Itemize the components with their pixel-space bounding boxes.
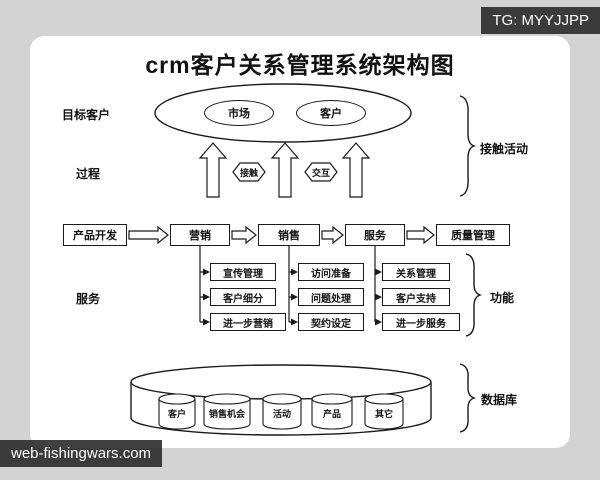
hexagon-interaction-label: 交互 [311,168,330,178]
bracket-contact-activities [459,95,477,197]
diagram-title: crm客户关系管理系统架构图 [145,52,455,78]
bracket-label-database: 数据库 [481,393,518,407]
db-cylinder-customer-top [158,393,196,405]
function-box-relationship-management: 关系管理 [382,263,450,281]
arrowhead [203,318,210,326]
db-cylinder-other [364,399,404,430]
arrowhead [375,318,382,326]
arrowhead [203,293,210,301]
flow-box-service: 服务 [345,224,405,246]
connector-sales-column [288,246,291,323]
db-cylinder-other-top [364,393,404,405]
arrowhead [291,318,298,326]
side-label-services: 服务 [76,292,101,306]
connector-marketing-column [199,246,203,323]
flow-box-marketing: 营销 [170,224,230,246]
arrowhead [291,293,298,301]
up-arrow-right [341,142,371,198]
watermark-website: web-fishingwars.com [0,440,163,467]
up-arrow-middle [270,142,300,198]
function-box-customer-segmentation: 客户细分 [210,288,276,306]
db-label-activity: 活动 [272,409,292,419]
bracket-database [459,363,477,433]
bracket-functions [465,253,483,337]
db-cylinder-customer [158,399,196,430]
arrowhead [375,268,382,276]
arrowhead [203,268,210,276]
function-box-further-marketing: 进一步营销 [210,313,286,331]
db-cylinder-product [311,399,353,430]
hexagon-contact-label: 接触 [239,168,258,178]
function-box-further-service: 进一步服务 [382,313,460,331]
side-label-process: 过程 [76,167,101,181]
flow-box-product-development: 产品开发 [63,224,127,246]
function-box-customer-support: 客户支持 [382,288,450,306]
function-box-contract-setting: 契约设定 [298,313,364,331]
flow-arrow-3 [321,225,344,245]
db-label-other: 其它 [374,409,394,419]
function-box-promotion-management: 宣传管理 [210,263,276,281]
db-cylinder-product-top [311,393,353,405]
db-label-sales-opportunity: 销售机会 [208,409,246,419]
flow-arrow-4 [406,225,435,245]
flow-box-sales: 销售 [258,224,320,246]
watermark-telegram: TG: MYYJJPP [481,7,600,34]
flow-box-quality-management: 质量管理 [436,224,510,246]
arrowhead [375,293,382,301]
db-cylinder-activity [262,399,302,430]
function-box-visit-preparation: 访问准备 [298,263,364,281]
market-ellipse: 市场 [204,100,274,126]
up-arrow-left [198,142,228,198]
hexagon-interaction [304,162,338,182]
function-box-problem-handling: 问题处理 [298,288,364,306]
db-cylinder-sales-opportunity-top [203,393,251,405]
top-group-ellipse [154,83,412,143]
flow-arrow-2 [231,225,257,245]
customer-ellipse: 客户 [296,100,366,126]
hexagon-contact [232,162,266,182]
flow-arrow-1 [128,225,169,245]
bracket-label-functions: 功能 [490,291,515,305]
db-cylinder-sales-opportunity [203,399,251,430]
db-label-product: 产品 [322,409,342,419]
db-label-customer: 客户 [167,409,187,419]
arrowhead [291,268,298,276]
side-label-target-customers: 目标客户 [62,108,111,122]
bracket-label-contact-activities: 接触活动 [480,142,529,156]
db-cylinder-activity-top [262,393,302,405]
